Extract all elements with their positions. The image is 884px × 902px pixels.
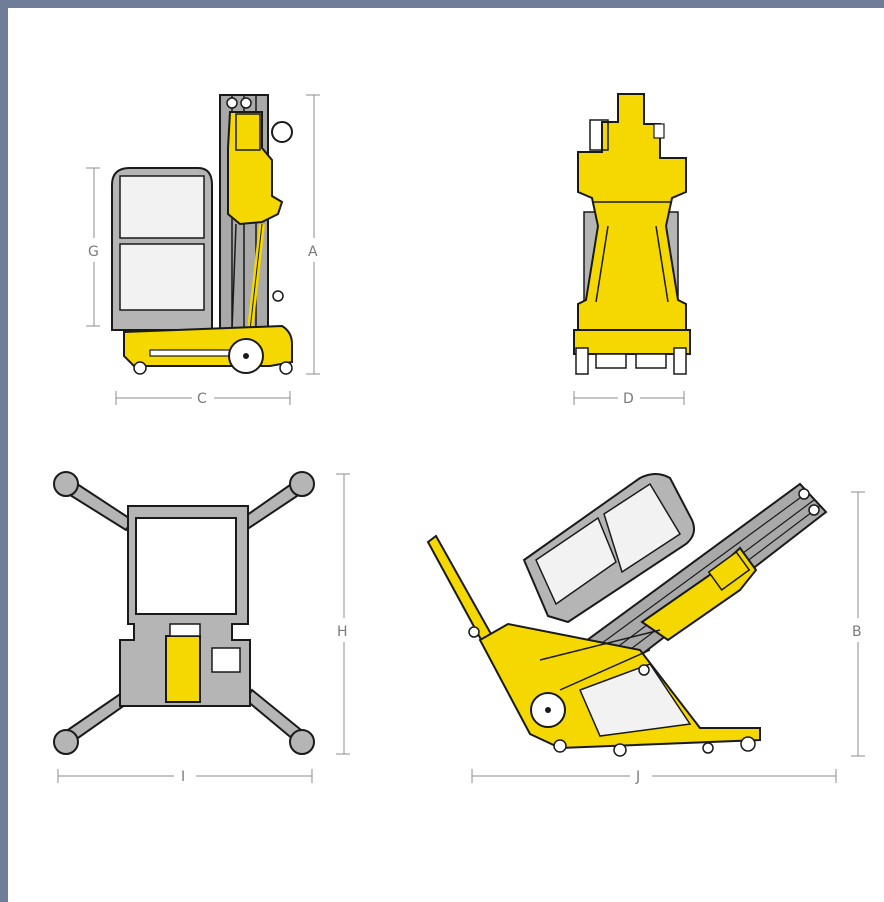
dimension-diagram: G A C xyxy=(53,93,865,785)
front-mast xyxy=(577,93,687,331)
top-outriggers xyxy=(53,471,315,755)
side-view: G A C xyxy=(86,94,320,407)
dimension-label-H: H xyxy=(337,624,348,640)
top-mast xyxy=(165,635,201,703)
dimension-label-J: J xyxy=(635,769,640,785)
dimension-J: J xyxy=(471,769,837,785)
dimension-label-D: D xyxy=(623,391,634,407)
dimension-I: I xyxy=(57,769,313,785)
dimension-label-C: C xyxy=(197,391,207,407)
diagram-canvas: G A C xyxy=(8,8,884,902)
side-base xyxy=(123,324,293,367)
dimension-A: A xyxy=(306,94,320,375)
front-view: D xyxy=(573,93,691,407)
dimension-label-G: G xyxy=(88,244,99,260)
side-carriage xyxy=(227,111,284,226)
transport-view: B J xyxy=(426,473,865,785)
dimension-G: G xyxy=(86,167,100,327)
dimension-label-I: I xyxy=(181,769,185,785)
front-base xyxy=(573,329,691,355)
dimension-label-B: B xyxy=(852,624,862,640)
top-view: H I xyxy=(53,471,350,785)
dimension-D: D xyxy=(573,391,685,407)
dimension-B: B xyxy=(851,491,865,757)
dimension-H: H xyxy=(336,473,350,755)
dimension-label-A: A xyxy=(308,244,318,260)
dimension-C: C xyxy=(115,391,291,407)
